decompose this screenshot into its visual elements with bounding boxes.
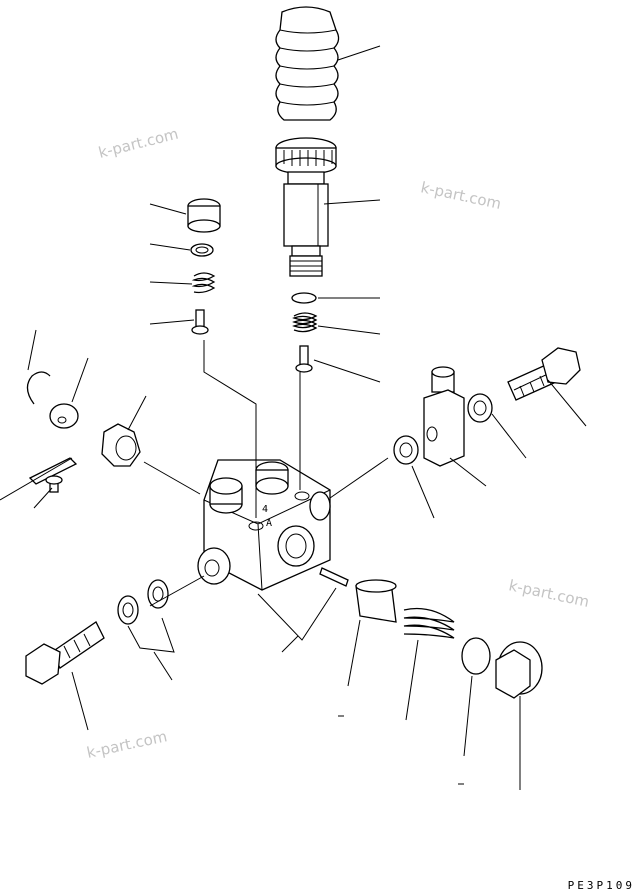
pin-short [45,475,63,493]
block-marking-a: A [266,518,272,529]
block-marking-4: 4 [262,504,268,515]
valve-sleeve [355,579,397,623]
bleeder-fitting [423,366,465,467]
union-nut [101,423,141,467]
gasket-small-left [190,243,214,257]
gasket-right-upper [467,393,493,423]
spring-small-left [191,272,216,294]
check-valve-upper-right [295,345,313,373]
watermark-bottom-left: k-part.com [85,727,169,762]
gasket-lower-left-a [117,595,139,625]
watermark-bottom-right: k-part.com [507,576,591,611]
o-ring-upper-right [291,292,317,304]
plug-small-left [187,198,221,233]
pin-long [28,457,78,485]
gasket-right-mid [393,435,419,465]
watermark-top-left: k-part.com [97,125,181,162]
gasket-lower-left-b [147,579,169,609]
priming-pump [275,137,337,277]
pump-body-block: 4 A [197,459,331,591]
washer-left [49,403,79,429]
bellows-boot [275,6,340,121]
valve-spring-lower [403,607,455,639]
check-valve-left [191,309,209,335]
drawing-code: PE3P109 [567,879,635,892]
dowel-pin [319,567,349,587]
watermark-top-right: k-part.com [419,178,503,213]
leader-lines [0,45,587,790]
banjo-bolt-right [507,347,581,401]
spring-upper-right [292,312,318,333]
banjo-bolt-left [25,621,105,685]
snap-ring [26,371,51,405]
o-ring-lower-right [461,637,491,675]
plug-lower-right [495,641,543,699]
